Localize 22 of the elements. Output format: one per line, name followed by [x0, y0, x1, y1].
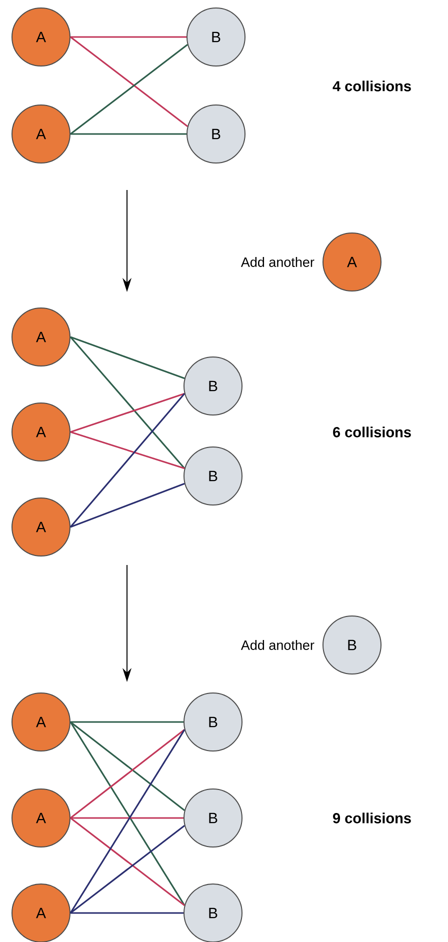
connecting-line: [70, 393, 186, 528]
step-label: Add another: [240, 257, 314, 267]
connecting-line: [70, 392, 185, 433]
connecting-line: [70, 729, 185, 819]
connecting-line: [70, 336, 186, 469]
connecting-line: [70, 912, 184, 914]
connecting-line: [70, 44, 188, 135]
connecting-line: [70, 36, 188, 127]
connecting-line: [70, 133, 186, 135]
collision-count: 9 collisions: [333, 812, 411, 824]
connecting-line: [70, 817, 184, 819]
connecting-line: [70, 825, 185, 914]
connecting-line: [70, 36, 186, 38]
connecting-line: [70, 336, 185, 380]
connecting-line: [70, 482, 185, 528]
connecting-line: [70, 817, 185, 906]
connecting-line: [70, 721, 184, 723]
connecting-line: [70, 721, 185, 811]
collision-count: 4 collisions: [332, 80, 411, 92]
connecting-line: [70, 431, 185, 470]
collision-count: 6 collisions: [333, 426, 411, 438]
step-label: Add another: [240, 640, 314, 650]
